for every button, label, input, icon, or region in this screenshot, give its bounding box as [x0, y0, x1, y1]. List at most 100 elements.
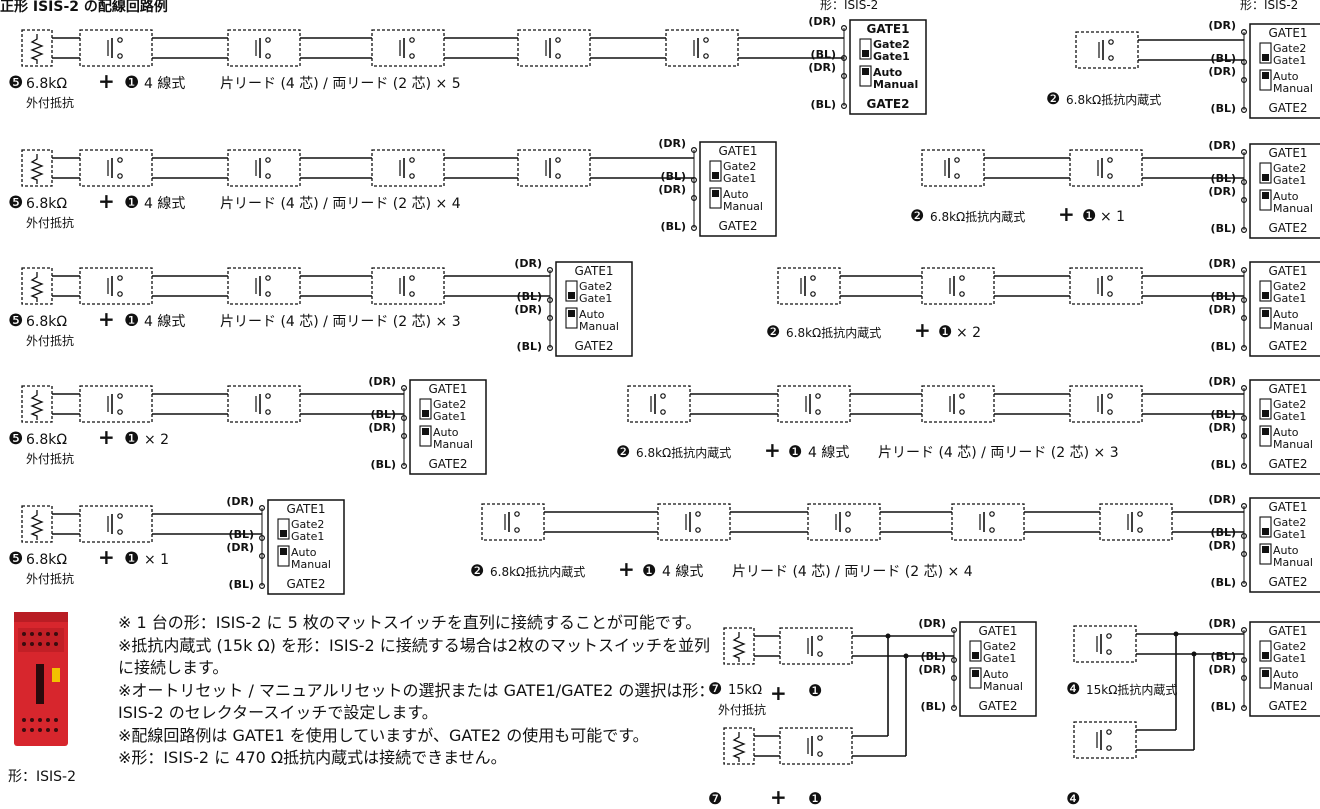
dr-label: (DR) [808, 15, 836, 28]
gate1-select-label: Gate1 [579, 292, 612, 305]
callout-1: ❶ [1082, 206, 1096, 225]
gate1-select-label: Gate1 [873, 50, 910, 63]
section-title: 正形 ISIS-2 の配線回路例 [0, 0, 168, 15]
reset-selector-icon [1259, 667, 1272, 689]
gate2-label: GATE2 [1268, 101, 1307, 115]
external-resistor-label: 外付抵抗 [26, 451, 74, 466]
gate2-select-label: Gate2 [1273, 516, 1306, 529]
bl-label: (BL) [1211, 52, 1236, 65]
selector-knob-icon [568, 310, 575, 317]
external-resistor-label: 外付抵抗 [26, 571, 74, 586]
note-3: ※オートリセット / マニュアルリセットの選択または GATE1/GATE2 の… [118, 680, 715, 723]
terminal-icon [1107, 393, 1113, 399]
manual-label: Manual [1273, 320, 1313, 333]
auto-label: Auto [291, 546, 317, 559]
resistance-label: 15kΩ [728, 683, 762, 698]
mat-switch-box [1099, 503, 1173, 541]
terminal-icon [845, 527, 851, 533]
bl-label: (BL) [1211, 222, 1236, 235]
gate-selector-icon [1259, 162, 1272, 184]
gate-selector-icon [709, 160, 722, 182]
wire-type-label: 4 線式 [662, 564, 703, 580]
selector-knob-icon [972, 652, 979, 659]
mat-switch-box [517, 149, 591, 187]
terminal-icon [1107, 157, 1113, 163]
gate2-select-label: Gate2 [1273, 280, 1306, 293]
gate2-select-label: Gate2 [1273, 162, 1306, 175]
dr-label: (DR) [514, 257, 542, 270]
gate2-label: GATE2 [978, 699, 1017, 713]
dr-label: (DR) [1208, 303, 1236, 316]
resistor-box [21, 505, 53, 543]
internal-resistor-label: 6.8kΩ抵抗内蔵式 [930, 209, 1025, 224]
selector-knob-icon [568, 292, 575, 299]
terminal-icon [265, 173, 271, 179]
terminal-icon [265, 291, 271, 297]
reset-selector-icon [859, 65, 872, 87]
selector-knob-icon [422, 410, 429, 417]
gate2-label: GATE2 [718, 219, 757, 233]
bl-label: (BL) [371, 458, 396, 471]
dr-label: (DR) [658, 183, 686, 196]
resistor-box [723, 627, 755, 665]
resistor-icon [30, 390, 44, 420]
dr-label: (DR) [1208, 65, 1236, 78]
gate-selector-icon [1259, 42, 1272, 64]
selector-knob-icon [1262, 410, 1269, 417]
terminal-icon [117, 275, 123, 281]
gate-selector-icon [277, 518, 290, 540]
multiplier-label: × 2 [956, 325, 981, 341]
resistor-icon [30, 510, 44, 540]
reset-selector-icon [1259, 543, 1272, 565]
terminal-icon [409, 291, 415, 297]
bl-label: (BL) [1211, 458, 1236, 471]
mat-switch-box [1069, 149, 1143, 187]
gate1-select-label: Gate1 [1273, 652, 1306, 665]
resistor-box [21, 267, 53, 305]
callout-1: ❶ [124, 429, 139, 449]
external-resistor-label: 外付抵抗 [26, 215, 74, 230]
manual-label: Manual [291, 558, 331, 571]
selector-knob-icon [1262, 546, 1269, 553]
callout-2: ❷ [766, 322, 780, 341]
selector-knob-icon [1262, 54, 1269, 61]
resistance-label: 6.8kΩ [26, 314, 67, 330]
mat-switch-box [777, 385, 851, 423]
callout-2: ❷ [470, 561, 484, 580]
note-1: ※ 1 台の形：ISIS-2 に 5 枚のマットスイッチを直列に接続することが可… [118, 613, 702, 632]
selector-knob-icon [972, 670, 979, 677]
dr-label: (DR) [918, 617, 946, 630]
bl-label: (BL) [661, 220, 686, 233]
terminal-icon [1106, 633, 1112, 639]
plus-sign: + [764, 438, 781, 462]
dr-label: (DR) [1208, 617, 1236, 630]
auto-label: Auto [1273, 668, 1299, 681]
reset-selector-icon [1259, 69, 1272, 91]
dr-label: (DR) [1208, 539, 1236, 552]
gate-selector-icon [419, 398, 432, 420]
terminal-icon [555, 173, 561, 179]
callout-1: ❶ [124, 73, 139, 93]
terminal-icon [117, 173, 123, 179]
multiplier-label: × 2 [144, 432, 169, 448]
mat-switch-box [1069, 385, 1143, 423]
terminal-icon [555, 37, 561, 43]
gate2-select-label: Gate2 [579, 280, 612, 293]
resistor-icon [30, 34, 44, 64]
terminal-icon [703, 53, 709, 59]
bl-label: (BL) [1211, 700, 1236, 713]
reset-selector-icon [419, 425, 432, 447]
terminal-icon [409, 173, 415, 179]
terminal-icon [265, 409, 271, 415]
auto-label: Auto [433, 426, 459, 439]
selector-knob-icon [1262, 310, 1269, 317]
dr-label: (DR) [808, 61, 836, 74]
callout-1: ❶ [642, 561, 656, 580]
mat-switch-box [227, 29, 301, 67]
selector-knob-icon [280, 548, 287, 555]
terminal-icon [117, 393, 123, 399]
plus-sign: + [1058, 202, 1075, 226]
resistance-label: 6.8kΩ [26, 76, 67, 92]
terminal-icon [1137, 511, 1143, 517]
gate1-select-label: Gate1 [1273, 174, 1306, 187]
